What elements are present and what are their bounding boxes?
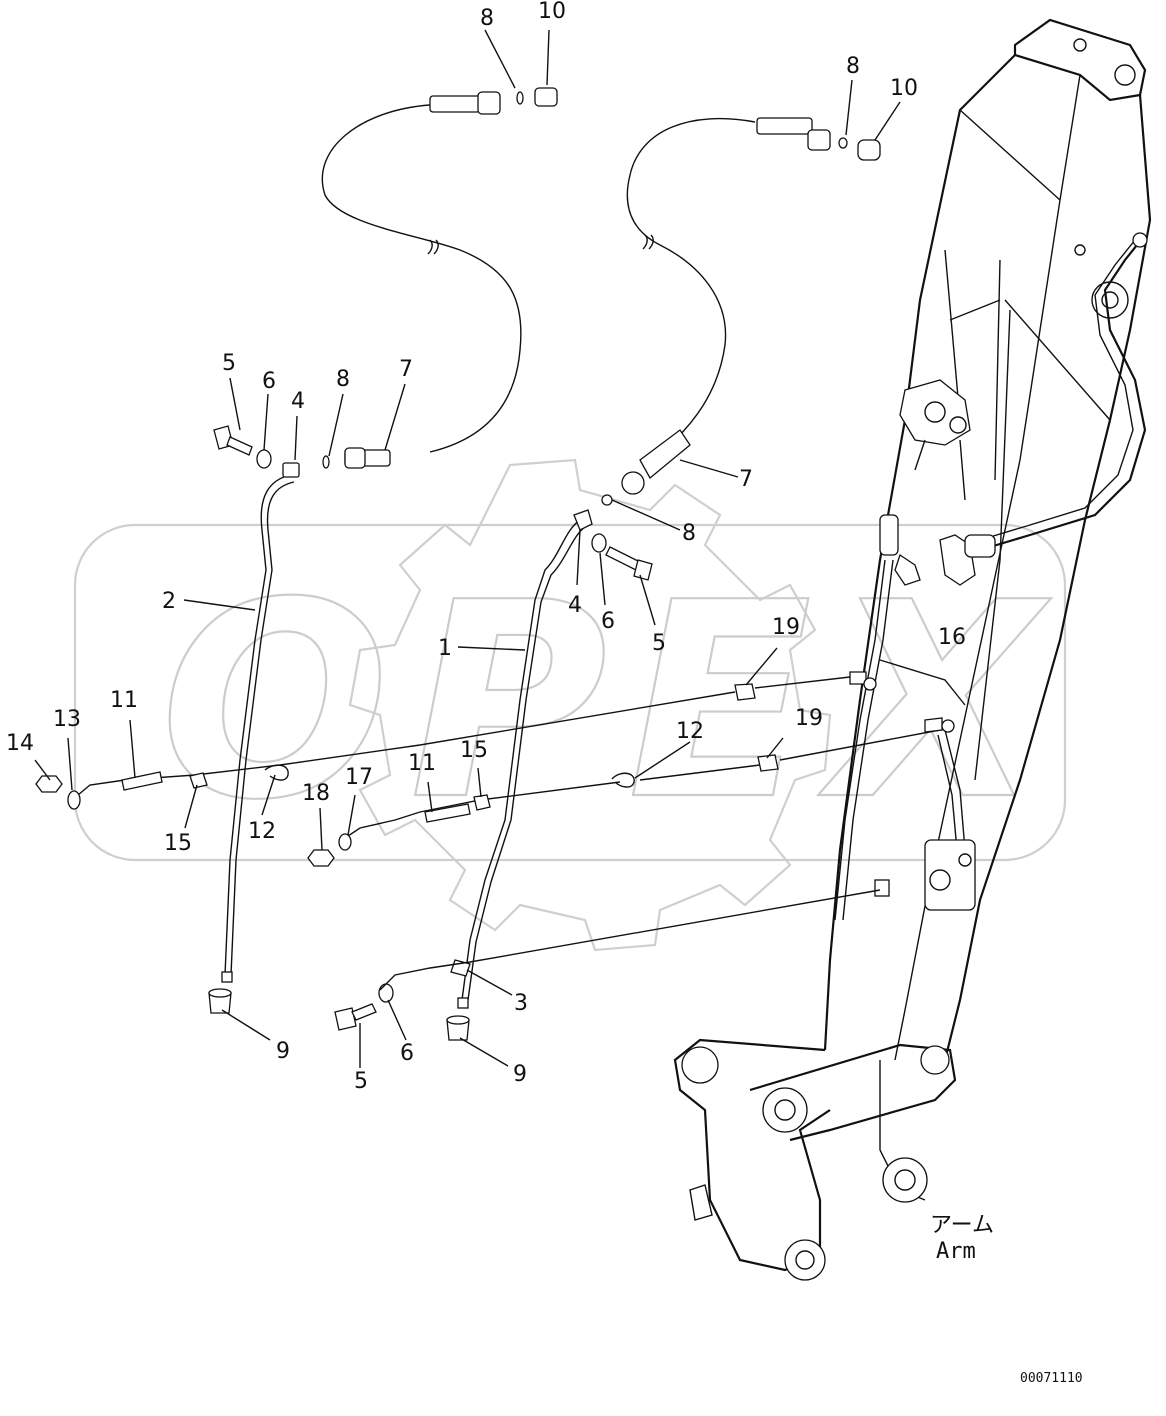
callout-5: 5: [222, 351, 236, 376]
watermark-gear: [348, 458, 832, 952]
callout-13: 13: [53, 707, 81, 732]
callout-12: 12: [676, 719, 704, 744]
callout-8: 8: [336, 367, 350, 392]
callout-19: 19: [772, 615, 800, 640]
document-id: 00071110: [1020, 1371, 1083, 1386]
callout-12: 12: [248, 819, 276, 844]
callout-4: 4: [291, 389, 305, 414]
leader-lines: [34, 29, 901, 1068]
lower-hardware: [334, 983, 394, 1031]
callout-8: 8: [846, 54, 860, 79]
watermark-logo: OPEX: [73, 458, 1067, 952]
callout-2: 2: [162, 589, 176, 614]
callout-15: 15: [164, 831, 192, 856]
pipe-2: [208, 425, 300, 1014]
callout-8: 8: [480, 6, 494, 31]
callout-14: 14: [6, 731, 34, 756]
callout-5: 5: [354, 1069, 368, 1094]
callout-7: 7: [399, 357, 413, 382]
hose-assembly-right: [601, 117, 881, 506]
callout-11: 11: [110, 688, 138, 713]
watermark-text: OPEX: [160, 544, 1060, 859]
callout-6: 6: [400, 1041, 414, 1066]
arm-label-jp: アーム: [930, 1213, 994, 1238]
hose-assembly-left: [321, 87, 558, 469]
watermark-banner: [73, 523, 1067, 862]
callout-4: 4: [568, 593, 582, 618]
callout-19: 19: [795, 706, 823, 731]
arm-label-en: Arm: [936, 1239, 976, 1264]
arm-assembly: [673, 18, 1152, 1281]
callout-3: 3: [514, 991, 528, 1016]
arm-caption: アーム Arm: [930, 1213, 994, 1264]
callout-10: 10: [890, 76, 918, 101]
callout-16: 16: [938, 625, 966, 650]
callout-9: 9: [276, 1039, 290, 1064]
callout-6: 6: [262, 369, 276, 394]
callout-6: 6: [601, 609, 615, 634]
callout-1: 1: [438, 636, 452, 661]
callout-5: 5: [652, 631, 666, 656]
callout-15: 15: [460, 738, 488, 763]
callout-8: 8: [682, 521, 696, 546]
callout-10: 10: [538, 0, 566, 24]
callout-18: 18: [302, 781, 330, 806]
callout-11: 11: [408, 751, 436, 776]
callout-17: 17: [345, 765, 373, 790]
clamp-assembly: [35, 659, 966, 991]
pipe-1: [446, 509, 653, 1041]
part-callouts: 8 10 8 10 5 6 4 8 7 7 8 4 6 5 2 1 19 16 …: [6, 0, 966, 1094]
callout-7: 7: [739, 467, 753, 492]
callout-9: 9: [513, 1062, 527, 1087]
